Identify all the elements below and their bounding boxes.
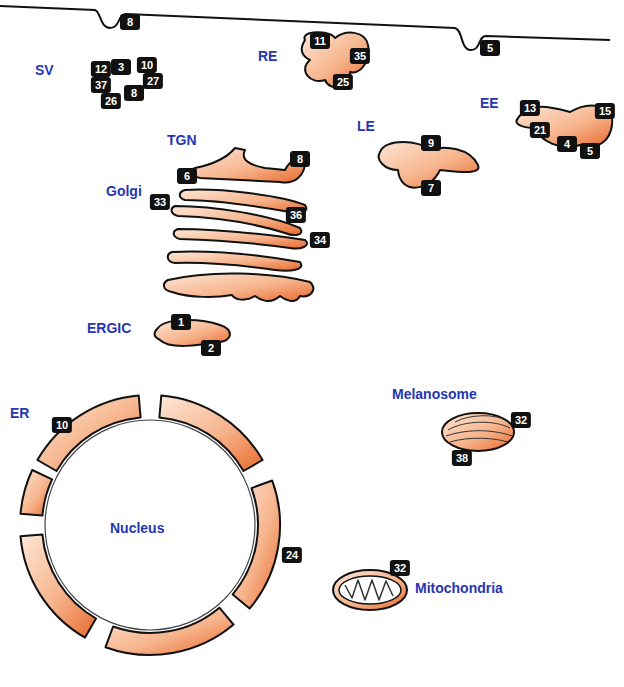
organelle-outline — [192, 148, 305, 183]
callout-number: 33 — [150, 194, 170, 210]
callout-number: 25 — [333, 74, 353, 90]
organelle-name: LE — [357, 118, 375, 134]
callout-number: 13 — [520, 100, 540, 116]
organelle-name: Nucleus — [110, 520, 164, 536]
organelle-outline — [345, 580, 393, 600]
callout-number: 5 — [580, 143, 600, 159]
organelle-outline — [339, 576, 401, 604]
organelle-outline — [37, 396, 140, 472]
callout-number: 3 — [111, 59, 131, 75]
organelle: Nucleus — [45, 420, 255, 630]
organelle-name: SV — [35, 62, 54, 78]
organelle-name: ER — [10, 405, 29, 421]
organelle-name: Golgi — [106, 183, 142, 199]
callout-number: 38 — [452, 450, 472, 466]
callout-number: 37 — [91, 77, 111, 93]
organelle-outline — [168, 252, 301, 271]
callout-number: 9 — [421, 135, 441, 151]
organelle-outline — [21, 534, 97, 637]
callout-number: 6 — [177, 168, 197, 184]
callout-number: 10 — [52, 417, 72, 433]
callout-number: 32 — [390, 560, 410, 576]
callout-number: 36 — [286, 207, 306, 223]
callout-number: 5 — [480, 40, 500, 56]
organelle-outline — [446, 431, 512, 436]
organelle: LE — [352, 112, 484, 197]
callout-number: 8 — [290, 151, 310, 167]
organelle-outline — [442, 413, 514, 451]
callout-number: 2 — [201, 340, 221, 356]
organelle-outline — [106, 608, 234, 655]
callout-number: 26 — [101, 93, 121, 109]
callout-number: 11 — [310, 33, 330, 49]
callout-number: 8 — [124, 85, 144, 101]
callout-number: 4 — [557, 136, 577, 152]
organelle-outline — [21, 470, 53, 516]
callout-number: 10 — [137, 57, 157, 73]
organelle-outline — [174, 229, 307, 249]
organelle-outline — [159, 396, 262, 472]
organelle-outline — [455, 416, 505, 422]
callout-number: 12 — [91, 61, 111, 77]
callout-number: 27 — [143, 73, 163, 89]
callout-number: 15 — [595, 103, 615, 119]
organelle-name: ERGIC — [87, 320, 131, 336]
callout-number: 34 — [310, 232, 330, 248]
callout-number: 35 — [350, 48, 370, 64]
organelle-name: Mitochondria — [415, 580, 503, 596]
organelle-outline — [164, 273, 313, 301]
callout-number: 8 — [120, 14, 140, 30]
organelle: ER Nucleus — [10, 395, 285, 655]
organelle-outline — [333, 570, 407, 610]
callout-number: 24 — [282, 547, 302, 563]
organelle-name: EE — [480, 95, 499, 111]
organelle-outline — [45, 420, 255, 630]
callout-number: 21 — [530, 122, 550, 138]
callout-number: 1 — [171, 314, 191, 330]
organelle-outline — [450, 438, 508, 442]
organelle-name: Melanosome — [392, 386, 477, 402]
organelle: Mitochondria — [328, 565, 540, 615]
callout-number: 7 — [421, 180, 441, 196]
organelle-name: TGN — [167, 132, 197, 148]
organelle-outline — [448, 422, 510, 430]
organelle-outline — [233, 481, 280, 609]
organelle-name: RE — [258, 48, 277, 64]
callout-number: 32 — [511, 412, 531, 428]
